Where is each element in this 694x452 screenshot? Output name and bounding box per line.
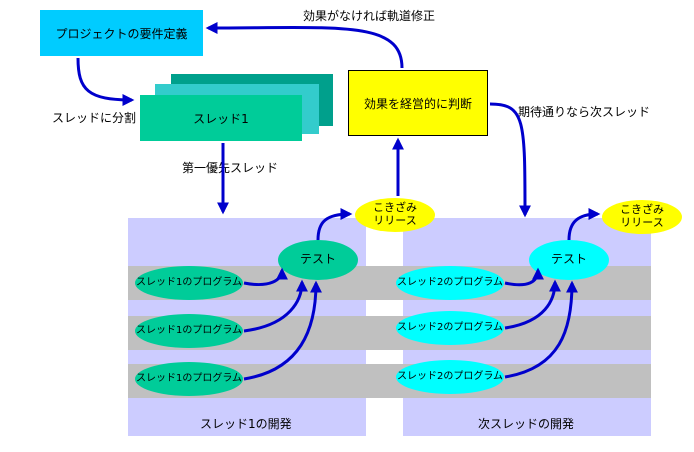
thread1-program-2-label: スレッド1のプログラム [135,325,243,337]
arrow-requirements-to-card [76,57,135,106]
arrow-judge-to-requirements [205,21,404,69]
release-ellipse-right: こきざみリリース [602,200,682,234]
thread1-card: スレッド1 [140,95,302,141]
thread2-program-1-label: スレッド2のプログラム [396,277,504,289]
thread1-program-3: スレッド1のプログラム [135,362,243,396]
thread2-program-1: スレッド2のプログラム [396,266,504,300]
test-label-left: テスト [299,252,336,267]
test-ellipse-left: テスト [278,240,358,280]
test-label-right: テスト [550,252,587,267]
feedback-label: 効果がなければ軌道修正 [303,9,436,23]
arrow-prog1-3-to-test [243,280,322,381]
arrow-prog2-2-to-test [504,279,561,330]
requirements-box-label: プロジェクトの要件定義 [55,26,188,41]
arrow-prog2-1-to-test [504,267,544,287]
arrow-prog1-1-to-test [243,267,288,286]
thread1-program-2: スレッド1のプログラム [135,314,243,348]
judge-box: 効果を経営的に判断 [348,70,488,136]
release-line1-right: こきざみ [620,203,664,217]
arrow-prog1-2-to-test [243,279,308,333]
release-line2-right: リリース [620,216,664,229]
thread2-program-2-label: スレッド2のプログラム [396,322,504,334]
arrow-prog2-3-to-test [504,280,578,379]
arrow-judge-to-next [489,102,531,218]
thread1-card-label: スレッド1 [193,111,249,126]
release-ellipse-left: こきざみリリース [355,198,435,232]
split-label: スレッドに分割 [52,111,137,125]
thread1-program-1: スレッド1のプログラム [135,266,243,300]
thread2-program-2: スレッド2のプログラム [396,311,504,345]
release-line2-left: リリース [373,214,417,227]
left-panel-caption: スレッド1の開発 [200,417,292,431]
priority-label: 第一優先スレッド [182,161,279,175]
thread2-program-3: スレッド2のプログラム [396,360,504,394]
arrow-test-to-release-right [567,208,601,241]
arrow-test-to-release-left [316,208,353,241]
judge-box-label: 効果を経営的に判断 [363,96,472,111]
next-label: 期待通りなら次スレッド [518,105,651,119]
right-panel-caption: 次スレッドの開発 [478,417,575,431]
thread1-program-3-label: スレッド1のプログラム [135,373,243,385]
requirements-box: プロジェクトの要件定義 [40,10,203,56]
thread2-program-3-label: スレッド2のプログラム [396,371,504,383]
thread1-program-1-label: スレッド1のプログラム [135,277,243,289]
release-line1-left: こきざみ [373,201,417,215]
